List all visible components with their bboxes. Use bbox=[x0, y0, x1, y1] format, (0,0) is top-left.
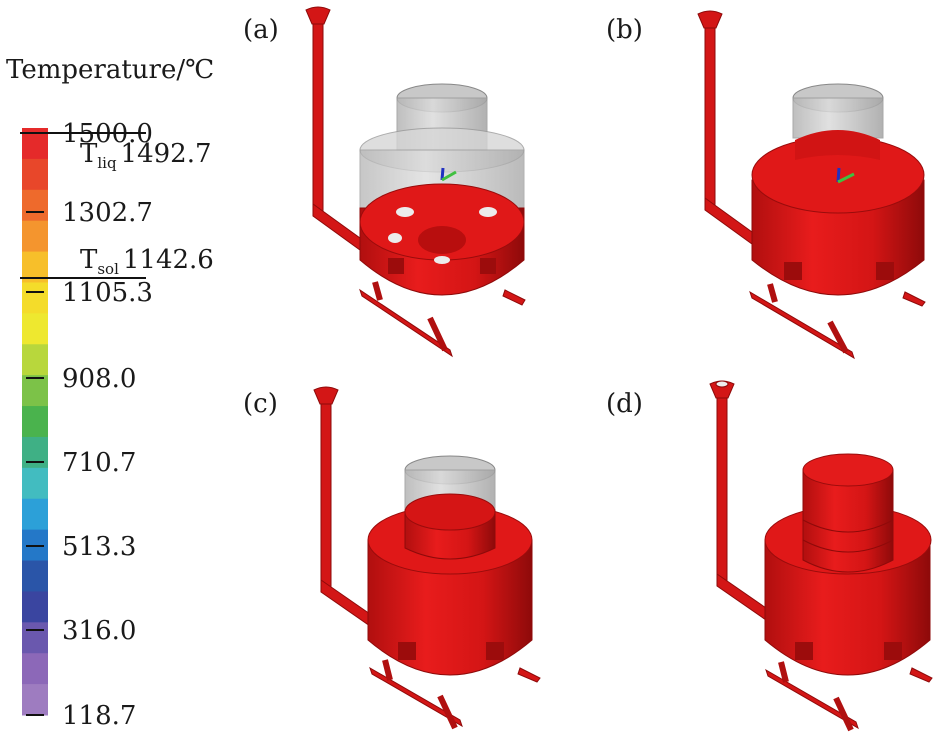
legend-band bbox=[22, 436, 48, 469]
legend-band bbox=[22, 406, 48, 438]
legend-band bbox=[22, 622, 48, 654]
legend-tick-label: 908.0 bbox=[62, 364, 136, 394]
legend-tick-label: 118.7 bbox=[62, 701, 136, 731]
legend-band bbox=[22, 498, 48, 531]
casting-model-a bbox=[305, 6, 526, 358]
panel-label-d: (d) bbox=[606, 389, 643, 419]
legend-tick-label: 1105.3 bbox=[62, 278, 153, 308]
legend-tick-label: 710.7 bbox=[62, 448, 136, 478]
panel-label-b: (b) bbox=[606, 15, 643, 45]
legend-band bbox=[22, 220, 48, 253]
legend-tick-label: 1302.7 bbox=[62, 198, 153, 228]
casting-model-b bbox=[697, 10, 926, 360]
legend-band bbox=[22, 653, 48, 685]
legend-band bbox=[22, 158, 48, 191]
legend-title: Temperature/℃ bbox=[6, 55, 214, 85]
legend-band bbox=[22, 684, 48, 716]
panel-label-a: (a) bbox=[243, 15, 279, 45]
casting-model-c bbox=[313, 386, 541, 730]
casting-model-d bbox=[709, 380, 933, 732]
gating-system bbox=[305, 6, 526, 358]
legend-tick-label: 316.0 bbox=[62, 616, 136, 646]
legend-band bbox=[22, 591, 48, 623]
melt-surface bbox=[404, 493, 496, 531]
legend-band bbox=[22, 282, 48, 314]
legend-band bbox=[22, 189, 48, 222]
legend-band bbox=[22, 467, 48, 500]
legend-band bbox=[22, 344, 48, 376]
temperature-legend: Temperature/℃ 1500.01302.71105.3908.0710… bbox=[6, 55, 214, 731]
legend-band bbox=[22, 313, 48, 345]
panel-label-c: (c) bbox=[243, 389, 278, 419]
legend-color-bar bbox=[22, 128, 48, 716]
legend-band bbox=[22, 560, 48, 592]
legend-tick-label: 513.3 bbox=[62, 532, 136, 562]
legend-band bbox=[22, 375, 48, 407]
melt-surface bbox=[802, 453, 894, 487]
